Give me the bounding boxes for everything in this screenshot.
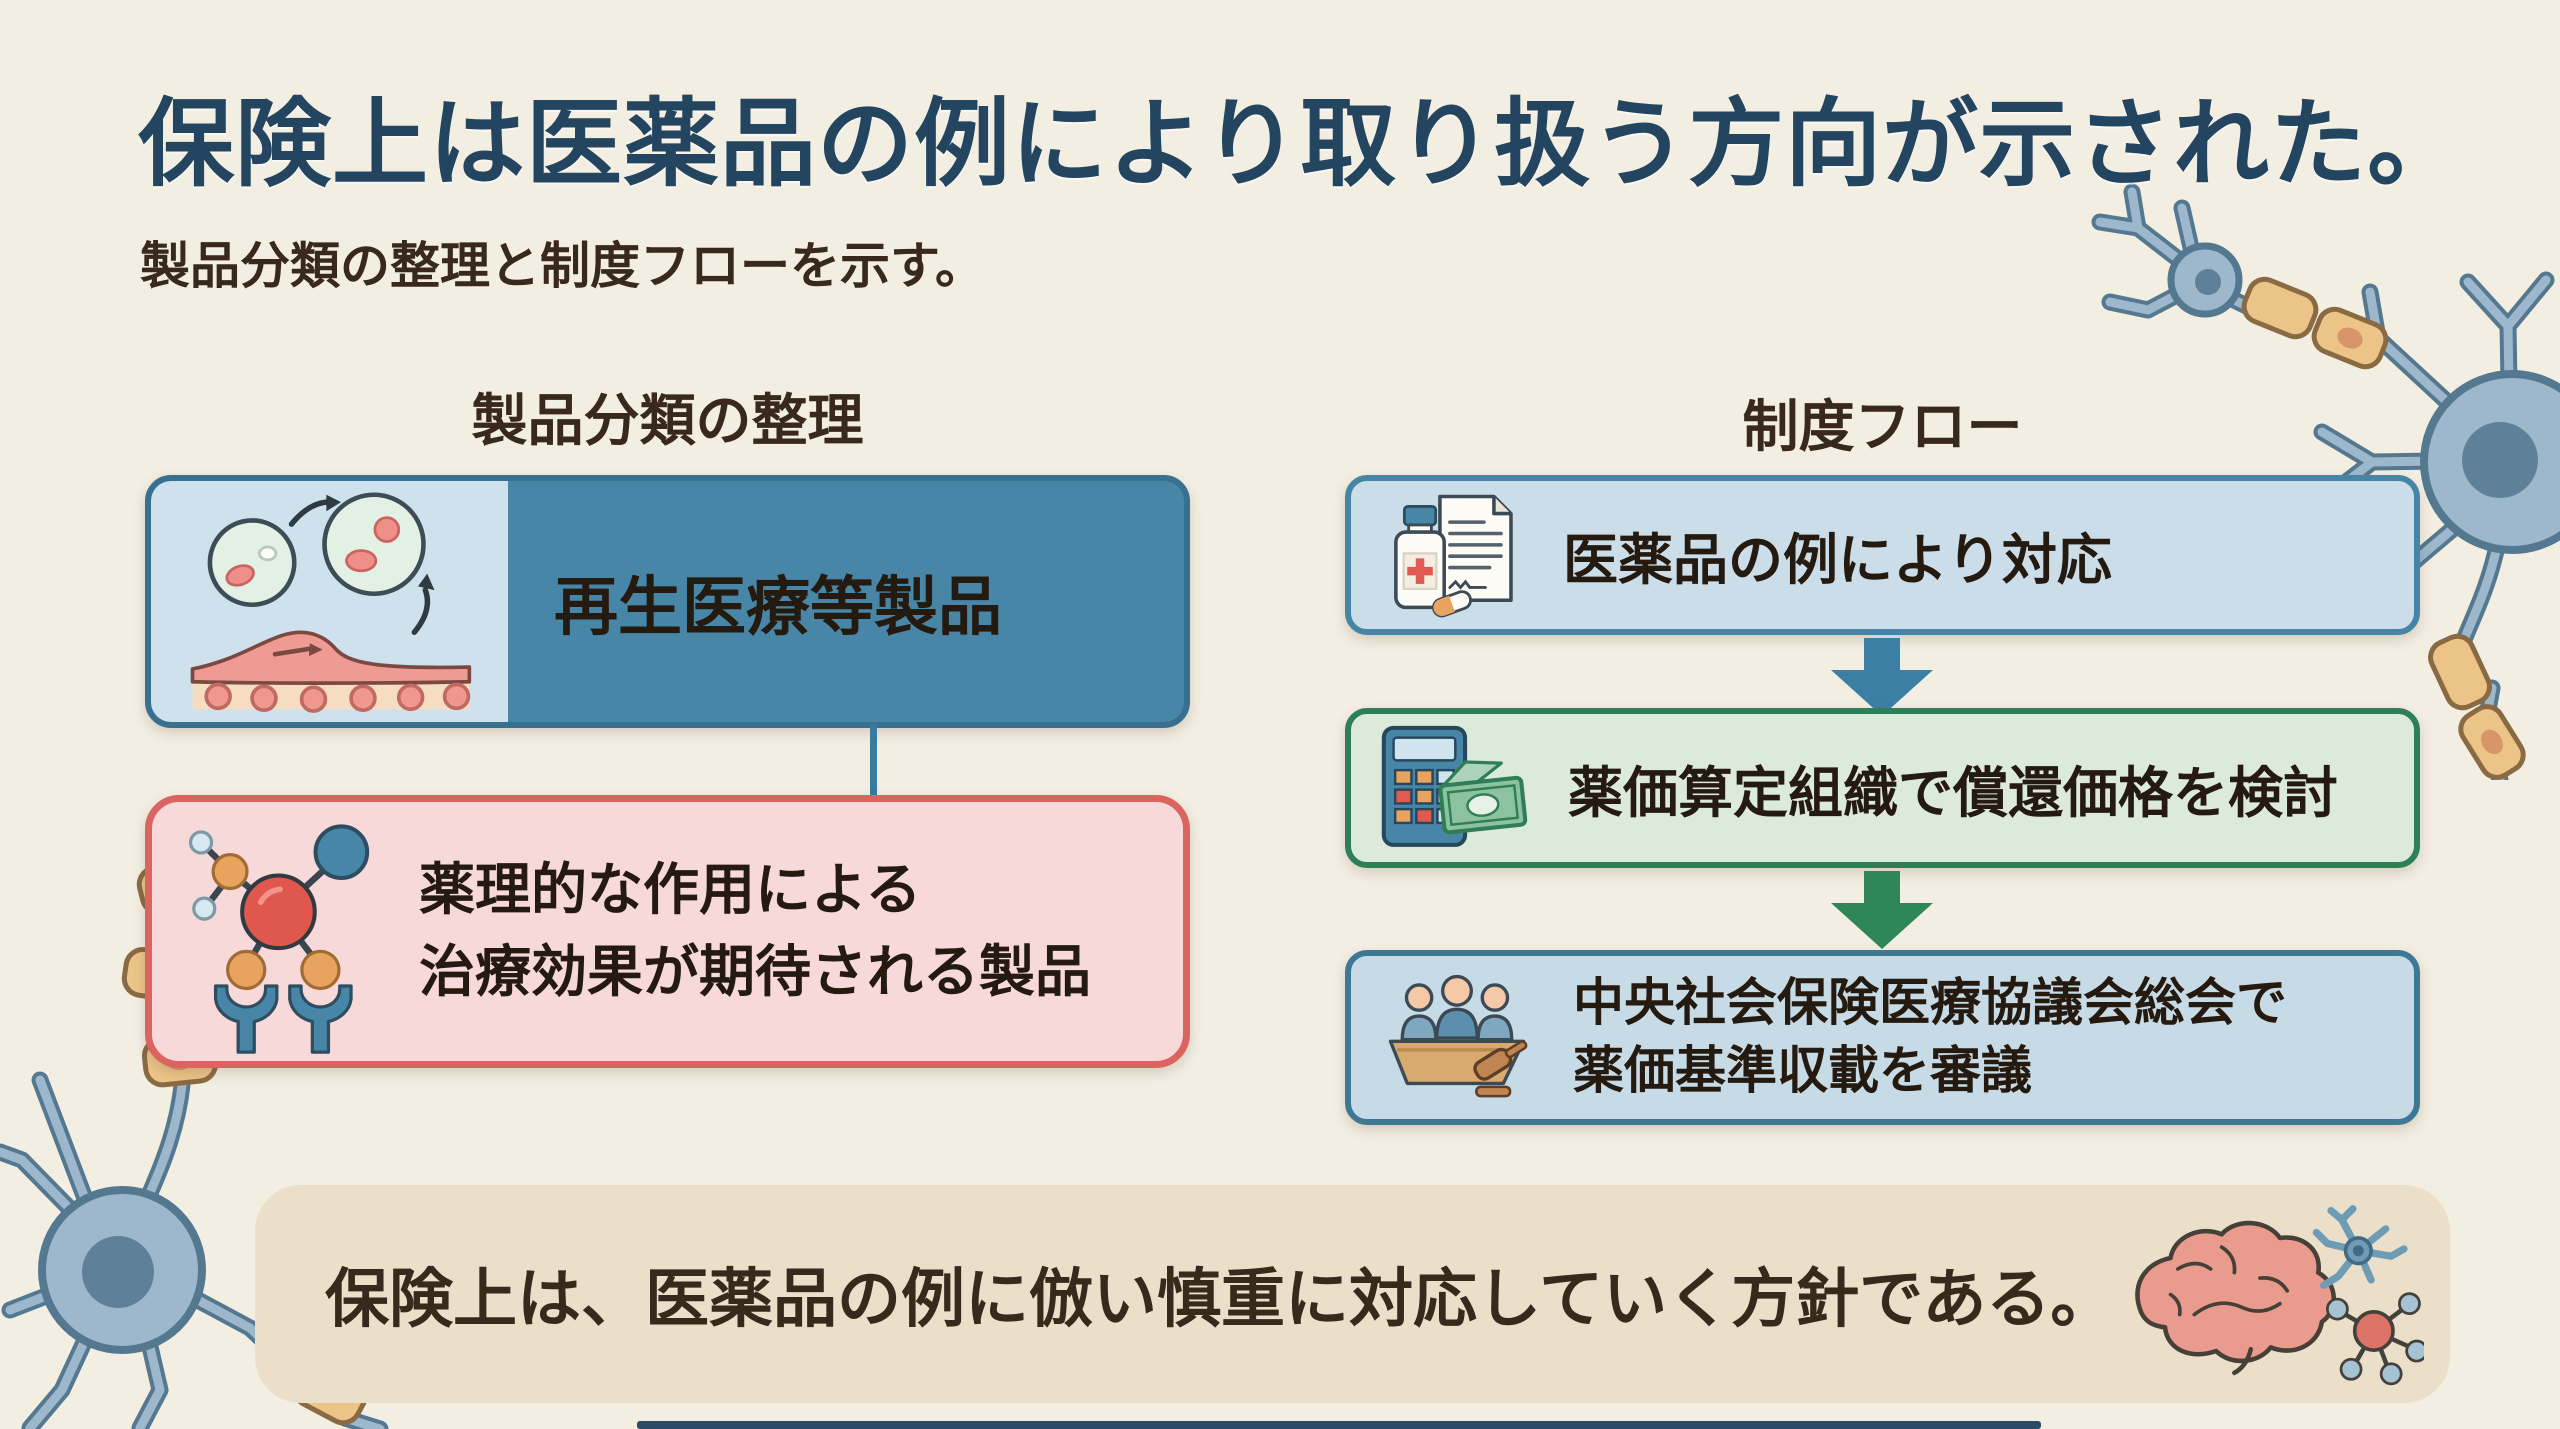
flow-step3-label-line1: 中央社会保険医療協議会総会で (1573, 974, 2288, 1034)
flow-step1-box: 医薬品の例により対応 (1345, 475, 2420, 635)
conclusion-banner: 保険上は、医薬品の例に倣い慎重に対応していく方針である。 (255, 1185, 2450, 1403)
cell-regeneration-icon-panel (151, 481, 508, 722)
council-gavel-icon (1388, 974, 1528, 1097)
flow-arrow-1 (1831, 638, 1933, 716)
regenerative-product-box: 再生医療等製品 (145, 475, 1190, 728)
molecule-receptor-icon (188, 823, 370, 1054)
calculator-banknote-icon (1381, 725, 1528, 847)
flow-step3-label-line2: 薬価基準収載を審議 (1573, 1041, 2033, 1101)
flow-step2-label: 薬価算定組織で償還価格を検討 (1568, 761, 2339, 825)
regenerative-product-label: 再生医療等製品 (554, 570, 1002, 645)
flow-arrow-2 (1831, 871, 1933, 949)
pharmacological-label-line2: 治療効果が期待される製品 (419, 939, 1091, 1005)
page-subtitle: 製品分類の整理と制度フローを示す。 (140, 237, 985, 295)
flow-heading: 制度フロー (1742, 395, 2023, 460)
pharmacological-product-label: 薬理的な作用による 治療効果が期待される製品 (419, 850, 1091, 1012)
flow-step3-label: 中央社会保険医療協議会総会で 薬価基準収載を審議 (1573, 970, 2287, 1105)
brain-neuron-molecule-icon (2135, 1204, 2425, 1385)
pharmacological-product-box: 薬理的な作用による 治療効果が期待される製品 (145, 795, 1190, 1068)
conclusion-text: 保険上は、医薬品の例に倣い慎重に対応していく方針である。 (325, 1263, 2115, 1337)
classification-heading: 製品分類の整理 (471, 389, 864, 454)
bottom-accent-bar (637, 1421, 2041, 1429)
cell-regeneration-icon (190, 491, 471, 713)
flow-step3-box: 中央社会保険医療協議会総会で 薬価基準収載を審議 (1345, 950, 2420, 1125)
flow-step2-box: 薬価算定組織で償還価格を検討 (1345, 708, 2420, 868)
medicine-document-icon (1394, 494, 1513, 617)
page-title: 保険上は医薬品の例により取り扱う方向が示された。 (138, 88, 2465, 200)
flow-step1-label: 医薬品の例により対応 (1563, 528, 2112, 592)
pharmacological-label-line1: 薬理的な作用による (419, 858, 922, 924)
classification-connector-line (870, 724, 877, 799)
